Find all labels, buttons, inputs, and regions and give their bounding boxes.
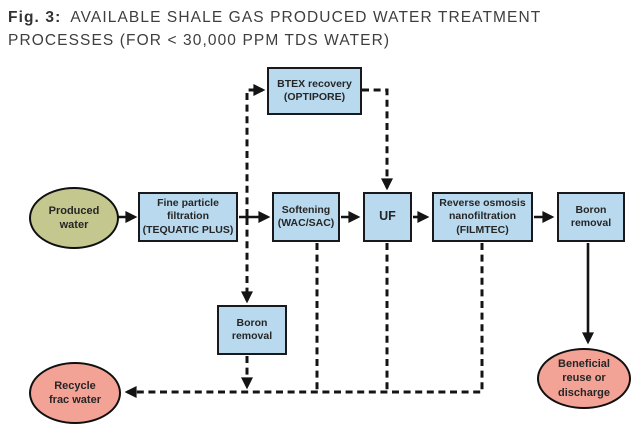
node-produced-water: Produced water xyxy=(29,187,119,249)
node-reverse-osmosis-label: Reverse osmosis nanofiltration (FILMTEC) xyxy=(439,197,526,236)
dashed-btex-to-uf xyxy=(362,88,393,191)
figure-title-line2: PROCESSES (FOR < 30,000 PPM TDS WATER) xyxy=(8,32,391,49)
node-recycle-frac-water: Recycle frac water xyxy=(29,362,121,424)
node-uf-label: UF xyxy=(379,209,396,224)
node-softening-label: Softening (WAC/SAC) xyxy=(277,203,335,229)
node-softening: Softening (WAC/SAC) xyxy=(272,192,340,242)
node-beneficial-reuse: Beneficial reuse or discharge xyxy=(537,348,631,409)
figure-title: Fig. 3: AVAILABLE SHALE GAS PRODUCED WATE… xyxy=(8,6,628,52)
figure-title-text: AVAILABLE SHALE GAS PRODUCED WATER TREAT… xyxy=(70,9,542,26)
node-recycle-frac-water-label: Recycle frac water xyxy=(49,379,101,406)
dashed-ro-reject-to-recycle xyxy=(124,243,484,398)
node-produced-water-label: Produced water xyxy=(48,204,100,231)
figure-title-line1: Fig. 3: AVAILABLE SHALE GAS PRODUCED WATE… xyxy=(8,6,628,29)
node-boron-removal-branch-label: Boron removal xyxy=(231,316,273,342)
node-boron-removal-branch: Boron removal xyxy=(217,305,287,355)
node-boron-removal-main-label: Boron removal xyxy=(570,203,612,229)
figure-number: Fig. 3: xyxy=(8,9,62,26)
node-fine-particle-filtration: Fine particle filtration (TEQUATIC PLUS) xyxy=(138,192,238,242)
node-btex-recovery-label: BTEX recovery (OPTIPORE) xyxy=(277,77,352,103)
node-btex-recovery: BTEX recovery (OPTIPORE) xyxy=(267,67,362,115)
node-reverse-osmosis: Reverse osmosis nanofiltration (FILMTEC) xyxy=(432,192,533,242)
dashed-fine-to-btex xyxy=(245,84,266,216)
node-fine-particle-filtration-label: Fine particle filtration (TEQUATIC PLUS) xyxy=(142,197,234,236)
node-boron-removal-main: Boron removal xyxy=(557,192,625,242)
node-beneficial-reuse-label: Beneficial reuse or discharge xyxy=(558,358,610,399)
node-uf: UF xyxy=(363,192,412,242)
